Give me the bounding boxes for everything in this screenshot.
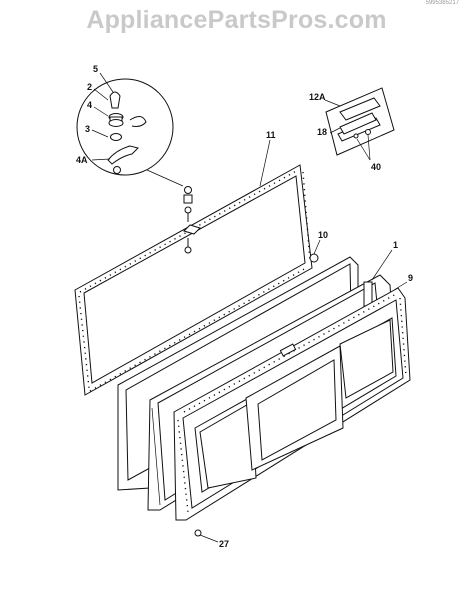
callout-27: 27 xyxy=(219,539,229,549)
callout-1: 1 xyxy=(393,240,398,250)
callout-4: 4 xyxy=(87,100,92,110)
reference-code: 5995385217 xyxy=(425,0,459,6)
screw-27 xyxy=(194,529,219,543)
leader-lines xyxy=(91,72,408,291)
liner-frame xyxy=(74,164,313,396)
hinge-detail-circle xyxy=(76,78,184,187)
callout-labels: 5 2 4 3 4A 11 10 1 9 12A 18 40 27 xyxy=(76,64,413,549)
handle-detail-box xyxy=(325,87,395,156)
callout-11: 11 xyxy=(266,130,276,140)
callout-3: 3 xyxy=(85,124,90,134)
callout-5: 5 xyxy=(93,64,98,74)
callout-4a: 4A xyxy=(76,155,88,165)
callout-18: 18 xyxy=(317,127,327,137)
hinge-assembly xyxy=(183,186,201,254)
watermark: AppliancePartsPros.com xyxy=(86,6,387,34)
callout-10: 10 xyxy=(318,230,328,240)
callout-40: 40 xyxy=(371,162,381,172)
door-inner-liner xyxy=(173,287,411,521)
callout-9: 9 xyxy=(408,273,413,283)
callout-12a: 12A xyxy=(309,92,326,102)
callout-2: 2 xyxy=(87,82,92,92)
